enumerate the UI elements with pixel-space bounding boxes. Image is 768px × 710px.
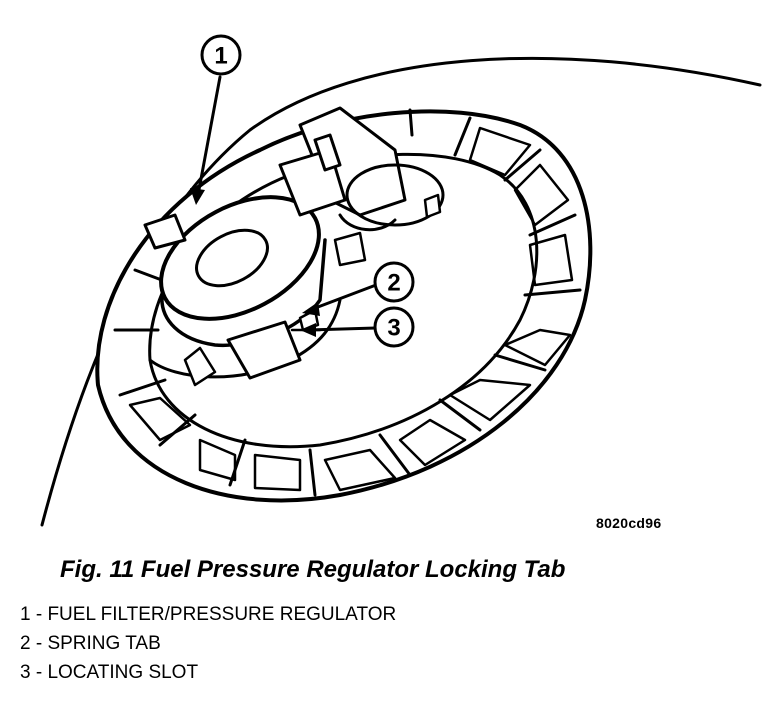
inlet-nipple bbox=[143, 213, 187, 250]
callout-3: 3 bbox=[373, 306, 415, 348]
regulator-bore bbox=[195, 228, 269, 288]
leader-1 bbox=[196, 75, 222, 197]
small-fitting bbox=[333, 231, 367, 267]
callout-number-3: 3 bbox=[387, 315, 400, 342]
legend-item: 1 - FUEL FILTER/PRESSURE REGULATOR bbox=[20, 604, 397, 625]
arrowheads bbox=[190, 188, 320, 337]
leader-3 bbox=[306, 326, 378, 332]
callout-number-2: 2 bbox=[387, 270, 400, 297]
fitting-post bbox=[408, 108, 414, 137]
callout-1: 1 bbox=[200, 34, 242, 76]
leader-2 bbox=[308, 283, 378, 312]
legend-item: 2 - SPRING TAB bbox=[20, 633, 161, 654]
right-post bbox=[423, 193, 442, 219]
legend-item: 3 - LOCATING SLOT bbox=[20, 662, 199, 683]
lower-left-tab bbox=[183, 346, 217, 387]
fitting-ring bbox=[345, 163, 445, 227]
callout-2: 2 bbox=[373, 261, 415, 303]
callout-number-1: 1 bbox=[214, 43, 227, 70]
legend-list: 1 - FUEL FILTER/PRESSURE REGULATOR 2 - S… bbox=[20, 600, 396, 687]
electrical-connector bbox=[278, 106, 407, 232]
figure-caption: Fig. 11 Fuel Pressure Regulator Locking … bbox=[60, 556, 566, 583]
flange-windows bbox=[128, 126, 574, 492]
regulator-top bbox=[159, 195, 321, 321]
regulator-band bbox=[226, 320, 302, 380]
module-diagram: 1 2 3 bbox=[40, 34, 762, 527]
figure-id: 8020cd96 bbox=[596, 515, 662, 531]
tank-edge-line bbox=[40, 56, 762, 527]
